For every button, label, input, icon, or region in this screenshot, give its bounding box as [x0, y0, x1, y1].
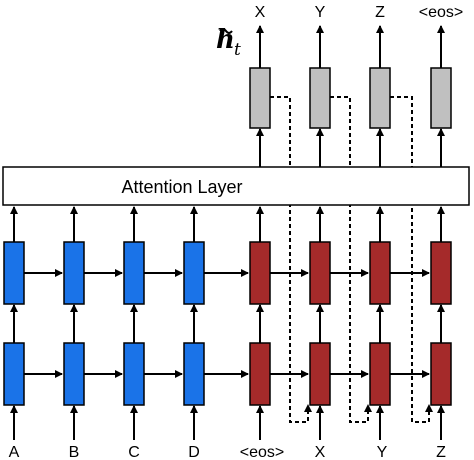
decoder-cell-l2-2 — [309, 241, 331, 305]
attentional-state-3 — [369, 67, 391, 129]
attentional-state-1 — [249, 67, 271, 129]
decoder-cell-l2-1 — [249, 241, 271, 305]
tilde-icon — [219, 28, 233, 34]
input-feeding-arrowheads — [304, 404, 433, 412]
encoder-cell-l2-1 — [3, 241, 25, 305]
output-arrows — [256, 25, 445, 68]
encoder-cell-l1-2 — [63, 342, 85, 406]
hidden-state-label: h t — [216, 25, 241, 60]
decoder-cell-l1-4 — [430, 342, 452, 406]
layer1-to-layer2-arrows — [10, 304, 445, 343]
layer2-to-attention-arrows — [10, 206, 445, 242]
attentional-states — [249, 67, 452, 129]
decoder-cell-l1-1 — [249, 342, 271, 406]
attention-layer-label: Attention Layer — [121, 177, 242, 197]
decoder-cells — [249, 241, 452, 406]
input-feeding-connections — [270, 96, 430, 423]
encoder-cell-l1-3 — [123, 342, 145, 406]
decoder-cell-l2-3 — [369, 241, 391, 305]
target-input-token-4: Z — [436, 444, 446, 460]
output-label-4: <eos> — [419, 4, 463, 21]
encoder-cells — [3, 241, 205, 406]
source-token-1: A — [9, 444, 20, 460]
attentional-state-2 — [309, 67, 331, 129]
source-token-3: C — [128, 444, 140, 460]
target-input-token-3: Y — [377, 444, 388, 460]
output-label-2: Y — [315, 4, 326, 21]
target-input-token-1: <eos> — [240, 444, 284, 460]
encoder-cell-l2-4 — [183, 241, 205, 305]
input-arrows — [10, 405, 445, 440]
encoder-cell-l2-3 — [123, 241, 145, 305]
source-token-4: D — [188, 444, 200, 460]
encoder-cell-l1-1 — [3, 342, 25, 406]
decoder-cell-l2-4 — [430, 241, 452, 305]
attentional-state-4 — [430, 67, 452, 129]
svg-text:t: t — [234, 40, 241, 60]
encoder-cell-l1-4 — [183, 342, 205, 406]
decoder-cell-l1-3 — [369, 342, 391, 406]
source-token-2: B — [69, 444, 80, 460]
output-label-3: Z — [375, 4, 385, 21]
target-input-token-2: X — [315, 444, 326, 460]
decoder-cell-l1-2 — [309, 342, 331, 406]
attention-layer-box — [2, 166, 470, 206]
output-label-1: X — [255, 4, 266, 21]
attention-to-state-arrows — [256, 128, 445, 167]
encoder-cell-l2-2 — [63, 241, 85, 305]
